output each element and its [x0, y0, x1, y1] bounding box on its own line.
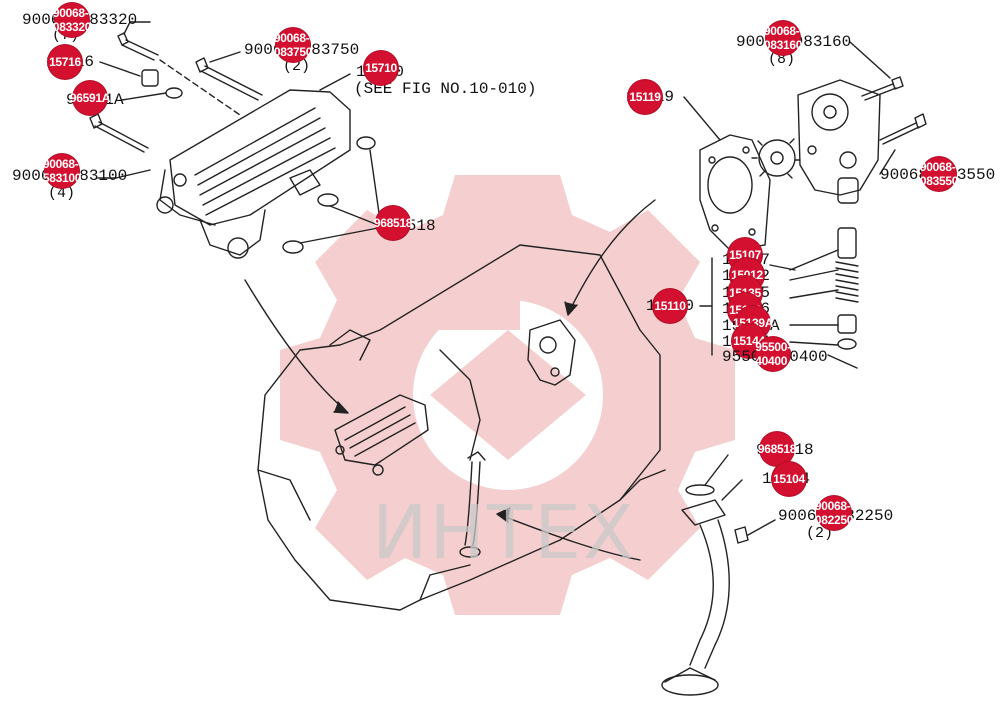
part-qty-90068-583100: (4) — [48, 185, 76, 202]
part-badge-90068-083320[interactable]: 90068-083320 — [53, 3, 91, 37]
part-qty-90068-083750: (2) — [283, 58, 311, 75]
part-badge-96591A[interactable]: 96591A — [70, 81, 110, 115]
watermark-text: ИНТЕХ — [372, 490, 636, 576]
part-badge-968518-top[interactable]: 968518 — [374, 206, 412, 240]
part-note-15710: (SEE FIG NO.10-010) — [354, 80, 537, 98]
part-badge-90068-583100[interactable]: 90068-583100 — [43, 154, 81, 188]
part-badge-15110[interactable]: 15110 — [653, 289, 687, 323]
part-badge-90068-082250[interactable]: 90068-082250 — [815, 496, 853, 530]
oil-cooler-assembly — [89, 32, 376, 259]
part-qty-90068-083160: (8) — [768, 51, 796, 68]
watermark-gear-icon — [280, 175, 735, 615]
dipstick-tube-assembly — [661, 484, 776, 696]
part-badge-90068-083160[interactable]: 90068-083160 — [764, 21, 802, 55]
part-qty-90068-082250: (2) — [806, 525, 834, 542]
part-badge-15716[interactable]: 15716 — [48, 45, 82, 79]
part-badge-15710[interactable]: 15710 — [364, 51, 398, 85]
part-badge-95500-40400[interactable]: 95500-40400 — [755, 337, 791, 371]
part-badge-968518-bottom[interactable]: 968518 — [758, 432, 796, 466]
part-badge-15104[interactable]: 15104 — [772, 462, 806, 496]
engine-block — [257, 244, 666, 611]
oil-pump-assembly — [699, 76, 927, 369]
part-badge-90068-083750[interactable]: 90068-083750 — [274, 28, 312, 62]
part-badge-90068-083550[interactable]: 90068-083550 — [920, 157, 958, 191]
leader-lines — [97, 21, 896, 501]
part-badge-15119[interactable]: 15119 — [628, 80, 662, 114]
pointer-arrows — [244, 199, 656, 561]
